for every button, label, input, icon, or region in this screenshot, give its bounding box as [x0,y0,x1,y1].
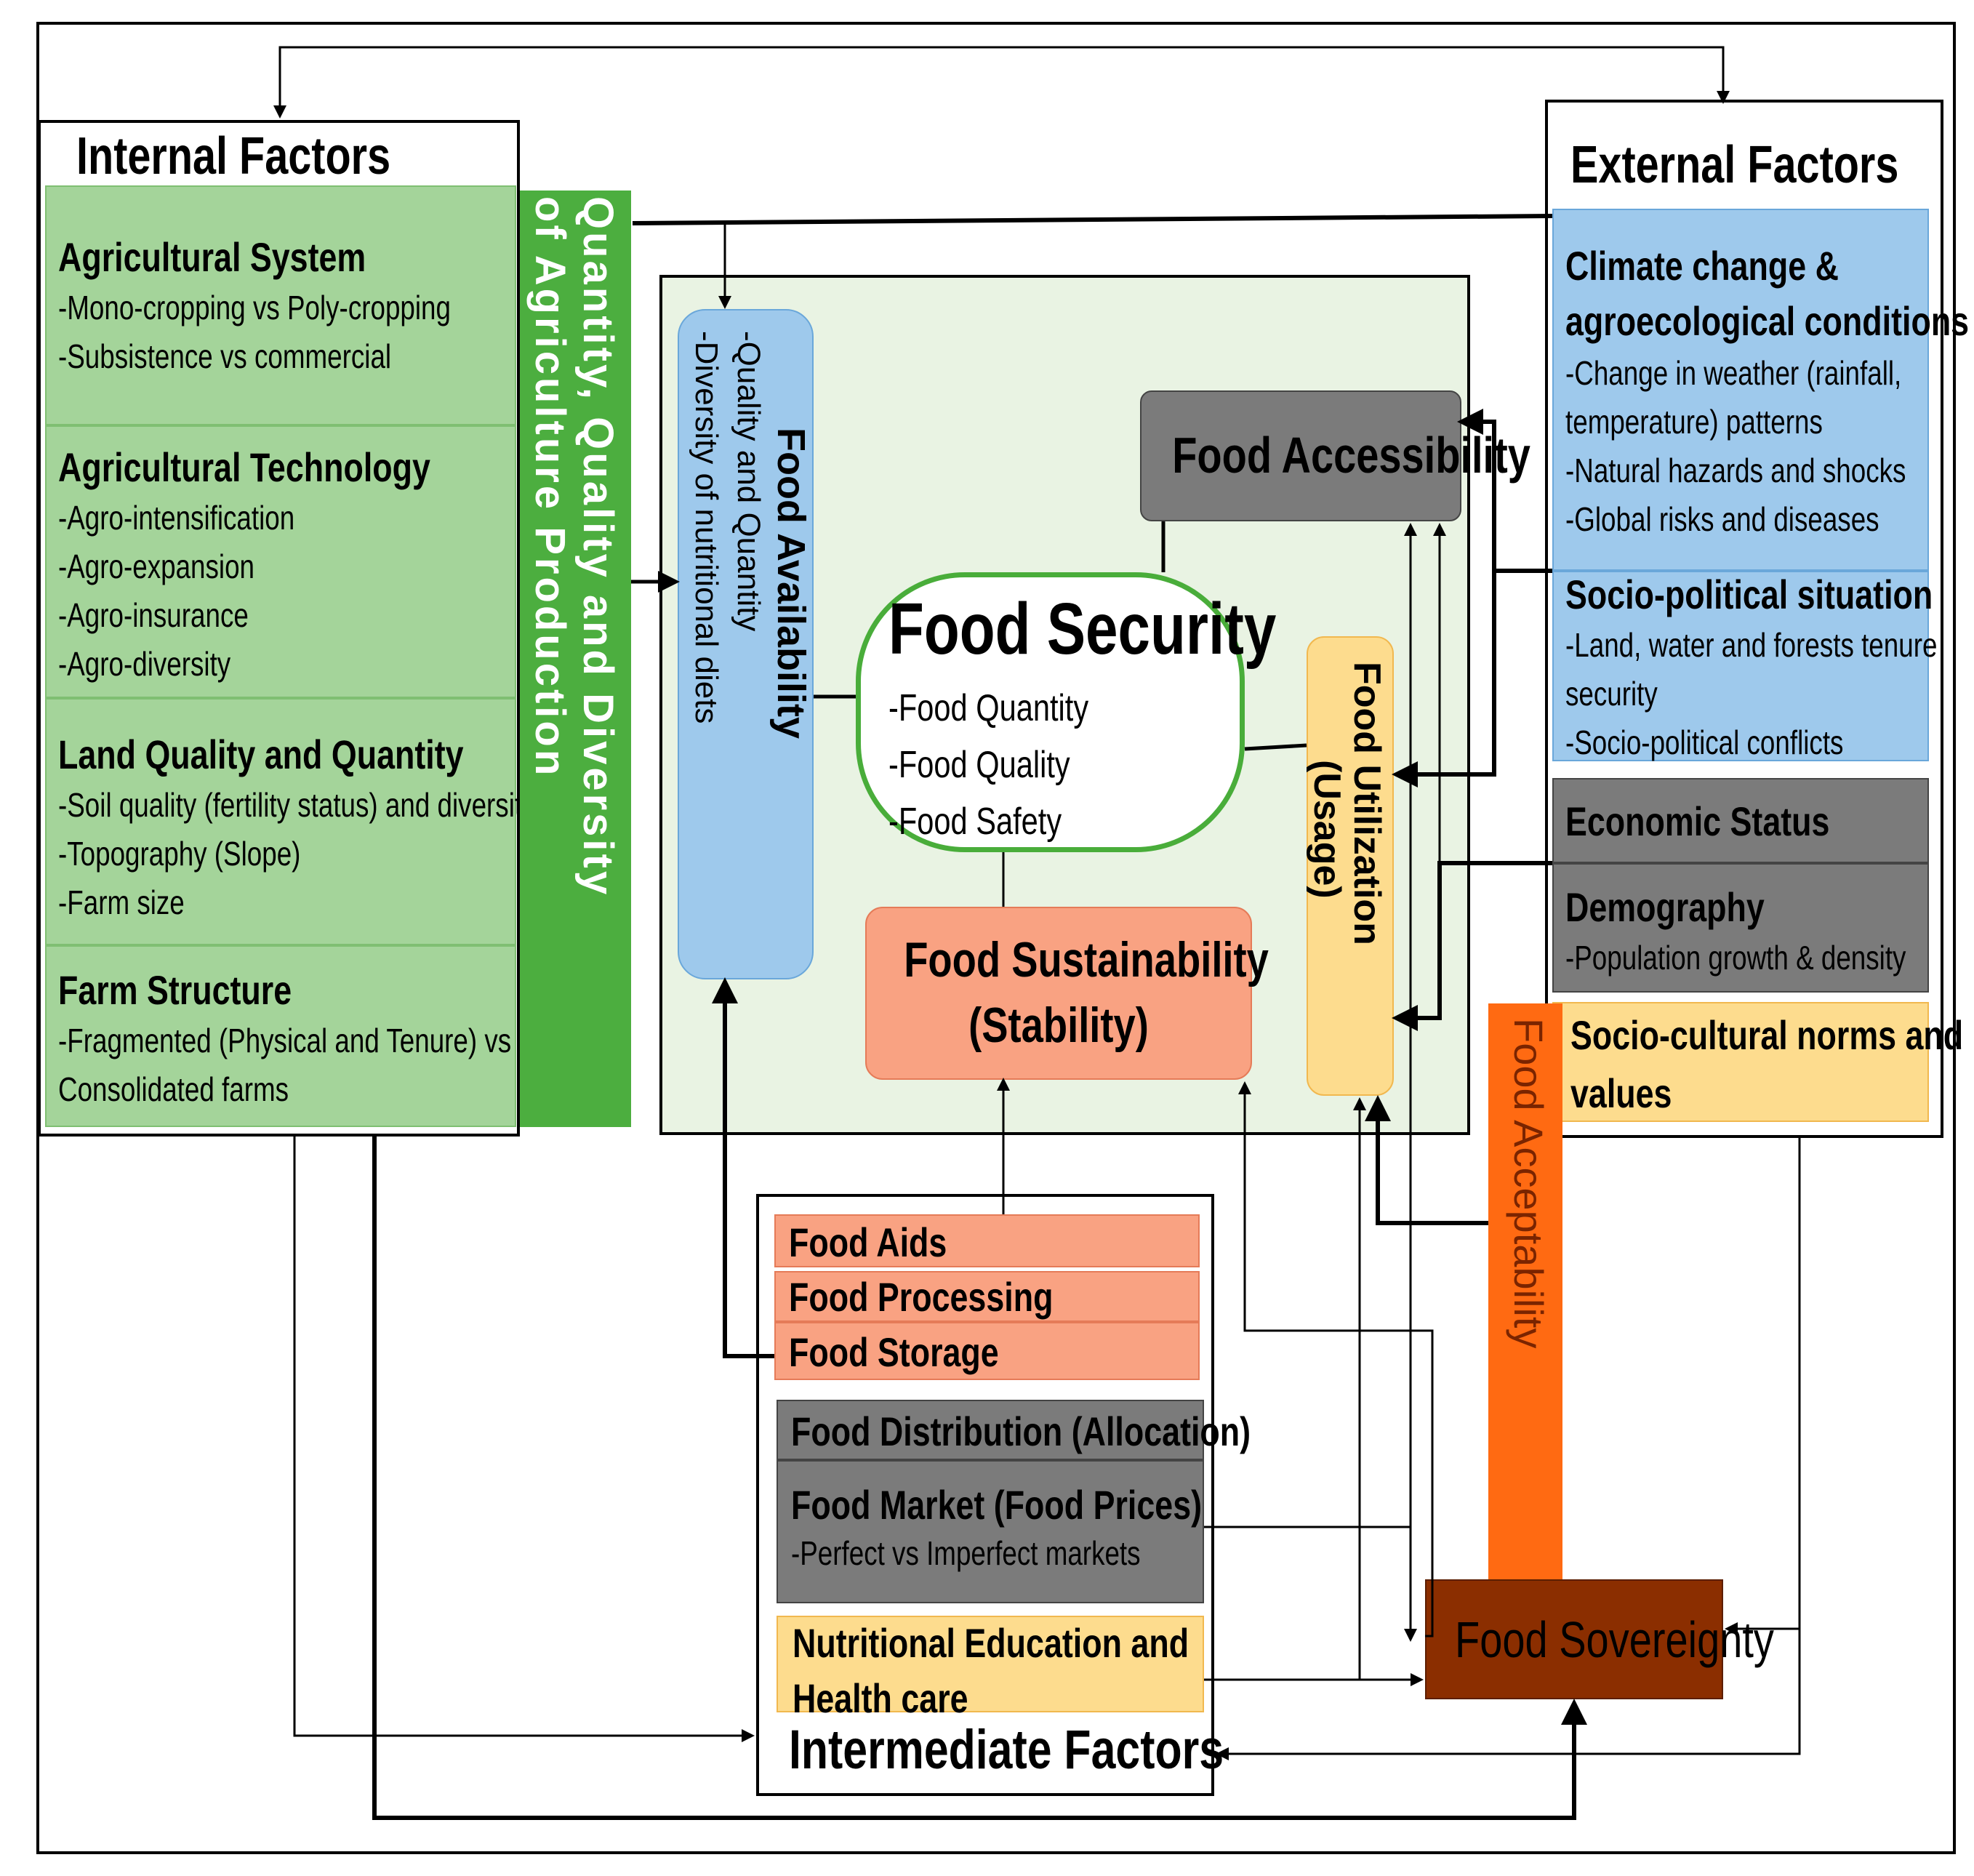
farm-structure-head: Farm Structure [58,967,292,1013]
group-land-quality [45,698,516,945]
food-market-box [777,1460,1204,1603]
food-availability-box [678,309,814,979]
security-to-utilization [1244,743,1307,751]
farm-structure-line-2: Consolidated farms [58,1070,289,1108]
food-sustainability-line-2: (Stability) [968,998,1149,1053]
food-storage-label: Food Storage [789,1329,999,1375]
food-accessibility-box [1140,390,1461,521]
food-security-line-3: -Food Safety [888,801,1062,843]
food-market-text: Food Market (Food Prices) -Perfect vs Im… [791,1480,1202,1576]
sociopolitical-to-utilization [1392,571,1496,787]
external-to-intermediate [1216,1629,1801,1760]
land-quality-text: Land Quality and Quantity -Soil quality … [58,729,536,927]
socio-political-head: Socio-political situation [1565,572,1933,617]
storage-to-availability [712,977,774,1358]
market-to-sovereignty [1204,1526,1417,1642]
socio-political-box [1552,571,1929,761]
food-aids-box [774,1214,1200,1267]
agricultural-technology-line-4: -Agro-diversity [58,645,231,683]
food-processing-label: Food Processing [789,1274,1054,1320]
food-sustainability-line-1: Food Sustainability [904,932,1269,987]
external-to-sovereignty [1725,1138,1801,1635]
top-loop-line [278,46,1730,116]
demography-line-1: -Population growth & density [1565,939,1906,977]
climate-change-head-2: agroecological conditions [1565,298,1970,344]
agricultural-technology-line-3: -Agro-insurance [58,596,249,634]
external-factors-title: External Factors [1570,136,1899,194]
socio-cultural-line-2: values [1570,1070,1672,1116]
production-bar [520,191,631,1127]
nutrition-education-text: Nutritional Education and Health care [793,1616,1189,1726]
socio-political-line-1: -Land, water and forests tenure [1565,626,1938,664]
economic-bracket [1392,861,1552,1031]
economic-status-head: Economic Status [1565,798,1830,844]
agricultural-system-line-1: -Mono-cropping vs Poly-cropping [58,289,451,326]
socio-political-line-3: -Socio-political conflicts [1565,723,1844,761]
socio-cultural-box [1552,1002,1929,1122]
nutrition-education-line-2: Health care [793,1675,968,1721]
internal-factors-title: Internal Factors [76,127,391,185]
climate-change-head-1: Climate change & [1565,243,1839,289]
group-agricultural-technology [45,425,516,698]
agricultural-technology-line-2: -Agro-expansion [58,548,255,585]
food-security-line-2: -Food Quality [888,744,1070,786]
food-market-head: Food Market (Food Prices) [791,1482,1203,1528]
farm-structure-text: Farm Structure -Fragmented (Physical and… [58,964,511,1114]
nutrition-education-line-1: Nutritional Education and [793,1620,1189,1666]
farm-structure-line-1: -Fragmented (Physical and Tenure) vs [58,1022,512,1059]
climate-change-line-3: -Natural hazards and shocks [1565,452,1906,489]
agricultural-system-line-2: -Subsistence vs commercial [58,337,392,375]
climate-change-text: Climate change & agroecological conditio… [1565,238,1969,544]
agricultural-system-text: Agricultural System -Mono-cropping vs Po… [58,231,451,381]
climate-change-line-4: -Global risks and diseases [1565,500,1879,538]
food-security-lines: -Food Quantity -Food Quality -Food Safet… [888,680,1088,850]
land-quality-line-1: -Soil quality (fertility status) and div… [58,786,536,824]
agricultural-technology-line-1: -Agro-intensification [58,499,295,537]
food-aids-label: Food Aids [789,1219,947,1265]
climate-change-line-1: -Change in weather (rainfall, [1565,354,1902,392]
food-storage-box [774,1322,1200,1380]
food-security-line-1: -Food Quantity [888,687,1089,729]
land-quality-line-2: -Topography (Slope) [58,835,301,873]
agricultural-technology-text: Agricultural Technology -Agro-intensific… [58,441,430,689]
sociopolitical-bracket [1457,409,1552,573]
food-market-line: -Perfect vs Imperfect markets [791,1534,1141,1572]
internal-to-intermediate [293,1137,755,1742]
food-acceptability-bar [1488,1003,1562,1591]
acceptability-to-utilization [1365,1095,1488,1225]
land-quality-head: Land Quality and Quantity [58,731,464,777]
intermediate-factors-title: Intermediate Factors [789,1719,1224,1781]
sovereignty-to-sustainability [1238,1081,1434,1638]
food-distribution-label: Food Distribution (Allocation) [791,1408,1251,1454]
demography-box [1552,863,1929,993]
climate-change-line-2: temperature) patterns [1565,403,1823,441]
internal-to-sovereignty [372,1137,1587,1820]
food-sustainability-box [865,907,1252,1080]
food-security-title: Food Security [888,588,1277,670]
climate-to-availability [632,214,1553,225]
socio-cultural-line-1: Socio-cultural norms and [1570,1012,1964,1058]
food-distribution-box [777,1400,1204,1460]
food-utilization-box [1307,636,1394,1096]
socio-cultural-text: Socio-cultural norms and values [1570,1006,1963,1123]
group-agricultural-system [45,185,516,425]
food-processing-box [774,1271,1200,1322]
food-sovereignty-box [1425,1579,1723,1699]
nutrition-education-box [777,1616,1204,1712]
economic-status-text: Economic Status [1565,795,1829,848]
food-sustainability-text: Food Sustainability (Stability) [904,927,1269,1058]
demography-head: Demography [1565,884,1765,930]
socio-political-line-2: security [1565,675,1658,713]
economic-status-box [1552,778,1929,863]
agricultural-technology-head: Agricultural Technology [58,444,430,490]
agricultural-system-head: Agricultural System [58,234,366,280]
demography-text: Demography -Population growth & density [1565,881,1906,982]
socio-political-text: Socio-political situation -Land, water a… [1565,569,1937,767]
climate-change-box [1552,209,1929,571]
land-quality-line-3: -Farm size [58,883,185,921]
food-security-box [856,572,1245,852]
group-farm-structure [45,945,516,1127]
